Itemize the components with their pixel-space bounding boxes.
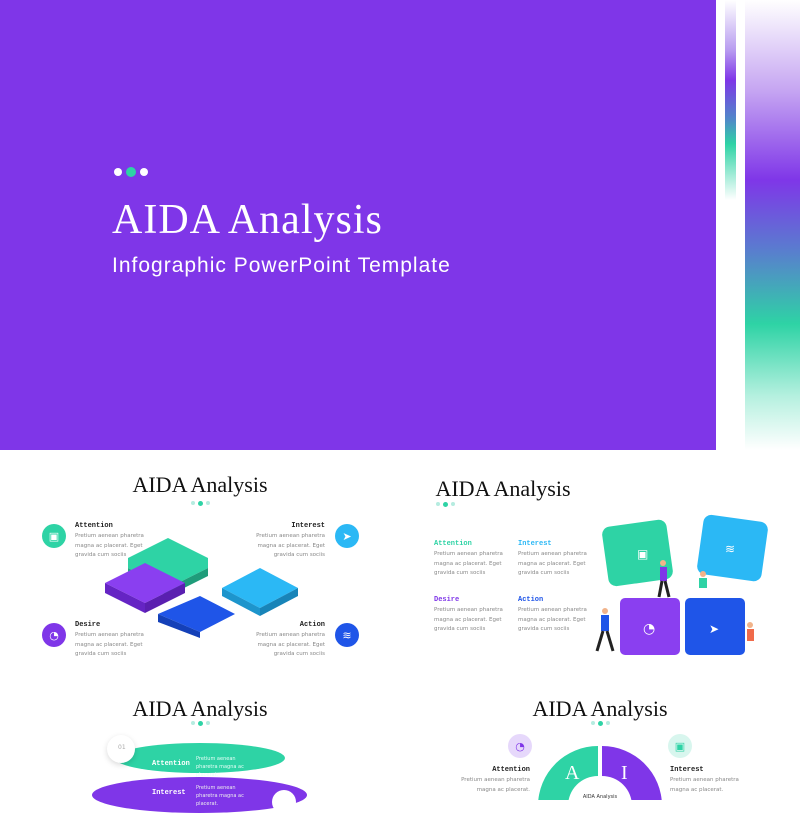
donut-center-label: AIDA Analysis	[582, 794, 618, 800]
slide-dots	[80, 721, 320, 726]
step-text: Pretium aenean pharetra magna ac placera…	[256, 632, 325, 657]
briefcase-icon: ▣	[668, 734, 692, 758]
puzzle-illustration: ▣ ≋ ◔ ➤	[595, 514, 768, 655]
step-text: Pretium aenean pharetra magna ac placera…	[434, 551, 503, 576]
briefcase-icon: ▣	[42, 524, 66, 548]
step-label: Attention	[434, 540, 472, 548]
isometric-puzzle	[105, 538, 298, 638]
segment-i	[602, 746, 662, 800]
hero-subtitle: Infographic PowerPoint Template	[112, 254, 451, 277]
slide-title: AIDA Analysis	[132, 472, 268, 497]
step-ellipse-attention	[115, 743, 285, 773]
step-text: Pretium aenean pharetra magna ac placera…	[75, 533, 144, 558]
step-label: Action	[299, 621, 325, 629]
slide-dots	[325, 502, 565, 507]
step-number-circle	[272, 790, 296, 814]
dot	[114, 168, 122, 176]
slide-ellipse-steps: AIDA Analysis 01 Attention Pretium aenea…	[0, 684, 400, 814]
donut-chart	[538, 746, 662, 800]
dot-active	[126, 167, 136, 177]
step-text: Pretium aenean pharetra magna ac placera…	[518, 551, 587, 576]
slide-puzzle-isometric: AIDA Analysis ▣ Attention Pretium aenean…	[0, 458, 400, 678]
slide-dots	[80, 501, 320, 506]
step-text: Pretium aenean pharetra magna ac placera…	[434, 607, 503, 632]
segment-a	[538, 746, 598, 800]
svg-text:◔: ◔	[643, 621, 655, 637]
slide-donut: AIDA Analysis ◔ Attention Pretium aenean…	[400, 684, 800, 800]
layers-icon: ≋	[335, 623, 359, 647]
slide-dots	[480, 721, 720, 726]
slide-title: AIDA Analysis	[532, 696, 668, 721]
step-text: Pretium aenean pharetra magna ac placera…	[196, 756, 244, 778]
slide-title: AIDA Analysis	[435, 476, 571, 501]
pie-chart-icon: ◔	[42, 623, 66, 647]
step-number: 01	[107, 735, 135, 763]
step-label: Desire	[75, 621, 101, 629]
puzzle-piece-lightblue	[697, 514, 768, 582]
title-slide: AIDA Analysis Infographic PowerPoint Tem…	[0, 0, 716, 450]
step-label: Interest	[670, 766, 704, 774]
puzzle-piece-blue	[685, 598, 745, 655]
step-text: Pretium aenean pharetra magna ac placera…	[256, 533, 325, 558]
step-label: Attention	[75, 522, 113, 530]
step-label: Interest	[291, 522, 325, 530]
step-label: Interest	[518, 540, 552, 548]
step-text: Pretium aenean pharetra magna ac placera…	[75, 632, 144, 657]
step-label: Action	[518, 596, 544, 604]
pie-chart-icon: ◔	[508, 734, 532, 758]
slide-title: AIDA Analysis	[132, 696, 268, 721]
svg-text:▣: ▣	[637, 547, 648, 561]
dot	[140, 168, 148, 176]
puzzle-piece-purple	[620, 598, 680, 655]
hero-title: AIDA Analysis	[112, 197, 383, 243]
puzzle-piece-green	[602, 519, 673, 587]
svg-text:➤: ➤	[709, 622, 719, 636]
puzzle-piece-lightblue	[222, 568, 298, 608]
step-label: Desire	[434, 596, 460, 604]
svg-text:≋: ≋	[725, 542, 735, 556]
step-label: Interest	[152, 789, 186, 797]
slide-puzzle-people: AIDA Analysis Attention Pretium aenean p…	[410, 458, 800, 678]
puzzle-piece-blue	[158, 596, 235, 632]
gradient-strip	[745, 0, 800, 450]
step-label: Attention	[492, 766, 530, 774]
segment-letter: I	[621, 762, 628, 784]
step-label: Attention	[152, 760, 190, 768]
step-text: Pretium aenean pharetra magna ac placera…	[196, 785, 244, 807]
paper-plane-icon: ➤	[335, 524, 359, 548]
gradient-strip	[725, 0, 736, 200]
step-text: Pretium aenean pharetra magna ac placera…	[670, 777, 739, 793]
segment-letter: A	[565, 762, 580, 784]
step-text: Pretium aenean pharetra magna ac placera…	[461, 777, 530, 793]
step-text: Pretium aenean pharetra magna ac placera…	[518, 607, 587, 632]
